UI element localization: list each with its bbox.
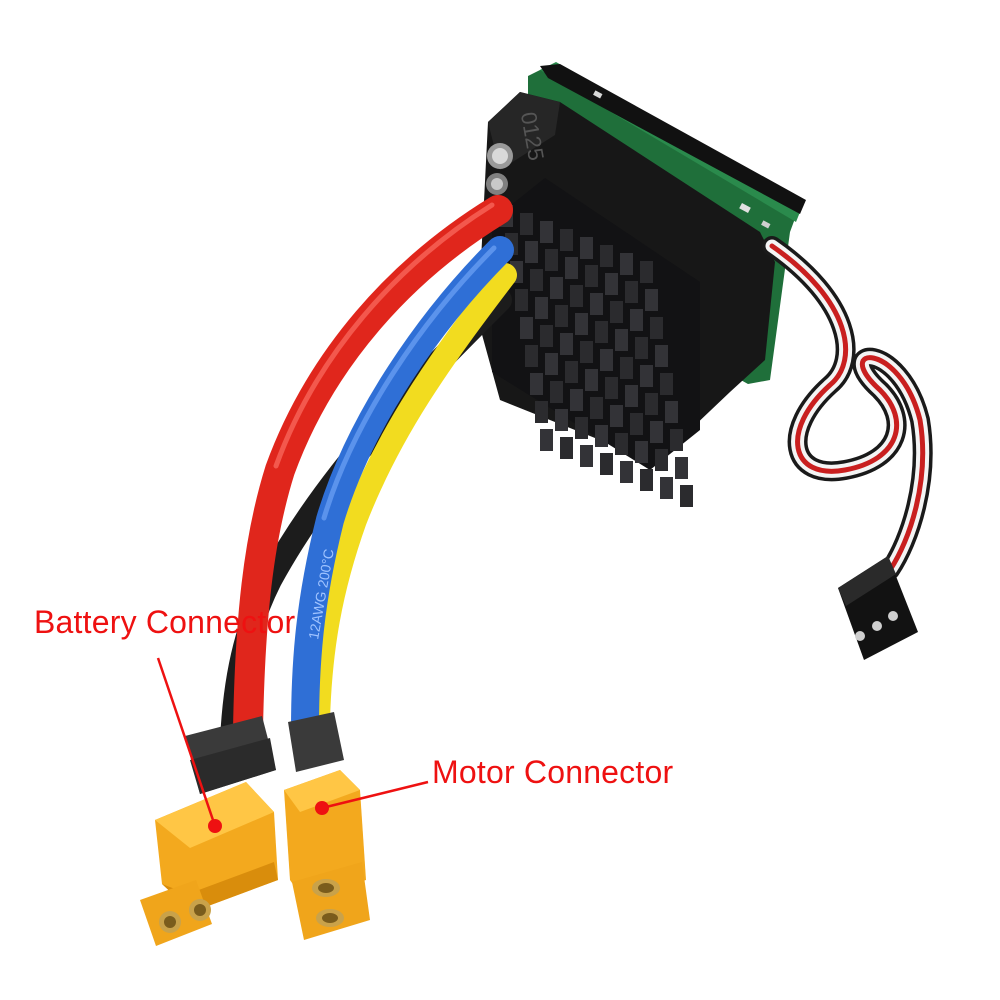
heatsink-fin	[545, 353, 558, 375]
motor-pointer-line	[321, 780, 429, 810]
heatsink-fin	[565, 361, 578, 383]
heatsink-fin	[635, 441, 648, 463]
heatsink-fin	[625, 281, 638, 303]
heatsink-fin	[640, 365, 653, 387]
heatsink-fin	[540, 325, 553, 347]
heatsink-fin	[590, 293, 603, 315]
heatsink-fin	[520, 317, 533, 339]
heatsink-fin	[555, 409, 568, 431]
red-wire	[233, 195, 513, 745]
heatsink-fin	[525, 345, 538, 367]
heatsink-fin	[600, 245, 613, 267]
heatsink-fin	[535, 297, 548, 319]
motor-connector-label: Motor Connector	[432, 754, 674, 790]
heatsink-fin	[530, 373, 543, 395]
heatsink-fin	[560, 437, 573, 459]
heatsink-fin	[520, 213, 533, 235]
heatsink-fin	[660, 373, 673, 395]
heatsink-fin	[570, 285, 583, 307]
heatsink-fin	[585, 265, 598, 287]
battery-connector-label: Battery Connector	[34, 604, 296, 640]
motor-pointer-dot	[315, 801, 329, 815]
heatsink-fin	[645, 289, 658, 311]
heatsink-fin	[675, 457, 688, 479]
battery-pointer-line	[156, 657, 217, 827]
heatsink-fin	[565, 257, 578, 279]
heatsink-fin	[600, 349, 613, 371]
heatsink-fin	[515, 289, 528, 311]
esc-unit: 0125	[478, 62, 806, 507]
heatsink-fin	[605, 377, 618, 399]
heatsink-fin	[585, 369, 598, 391]
heatsink-fin	[670, 429, 683, 451]
callout-pointers	[156, 657, 429, 833]
heatsink-fin	[620, 253, 633, 275]
heatsink-fin	[595, 425, 608, 447]
heatsink-fin	[590, 397, 603, 419]
heatsink-fin	[620, 357, 633, 379]
heatsink-fin	[600, 453, 613, 475]
battery-pointer-dot	[208, 819, 222, 833]
heatsink-fin	[580, 341, 593, 363]
heatsink-fin	[545, 249, 558, 271]
heatsink-fin	[640, 469, 653, 491]
heatsink-fin	[580, 237, 593, 259]
heatsink-fin	[615, 433, 628, 455]
heatsink-fin	[655, 345, 668, 367]
heatsink-fin	[580, 445, 593, 467]
yellow-wire	[306, 263, 517, 732]
heatsink-fin	[620, 461, 633, 483]
heatsink-fin	[665, 401, 678, 423]
heatsink-fin	[650, 421, 663, 443]
heatsink-fin	[555, 305, 568, 327]
heatsink-fin	[660, 477, 673, 499]
heatsink-fin	[630, 413, 643, 435]
heatsink-fin	[650, 317, 663, 339]
heatsink-fin	[610, 301, 623, 323]
heatsink-fin	[610, 405, 623, 427]
heatsink-fin	[605, 273, 618, 295]
heatsink-fin	[550, 277, 563, 299]
heatsink-fin	[575, 417, 588, 439]
battery-connector	[140, 716, 278, 946]
servo-plug	[838, 556, 918, 660]
heatsink-fin	[630, 309, 643, 331]
heatsink-fin	[625, 385, 638, 407]
heatsink-fin	[540, 221, 553, 243]
heatsink-fin	[535, 401, 548, 423]
heatsink-fin	[645, 393, 658, 415]
heatsink-fin	[560, 229, 573, 251]
heatsink-fin	[525, 241, 538, 263]
heatsink-fin	[550, 381, 563, 403]
heatsink-fin	[680, 485, 693, 507]
power-wires	[220, 195, 517, 752]
heatsink-fin	[655, 449, 668, 471]
heatsink-fin	[640, 261, 653, 283]
signal-lead	[762, 236, 933, 580]
motor-connector	[284, 712, 370, 940]
heatsink-fin	[540, 429, 553, 451]
heatsink-fin	[570, 389, 583, 411]
heatsink-fin	[635, 337, 648, 359]
heatsink-fin	[530, 269, 543, 291]
heatsink-fin	[560, 333, 573, 355]
heatsink-fin	[615, 329, 628, 351]
heatsink-fin	[595, 321, 608, 343]
heatsink-fin	[575, 313, 588, 335]
heatsink	[492, 178, 700, 507]
blue-wire	[291, 236, 514, 744]
